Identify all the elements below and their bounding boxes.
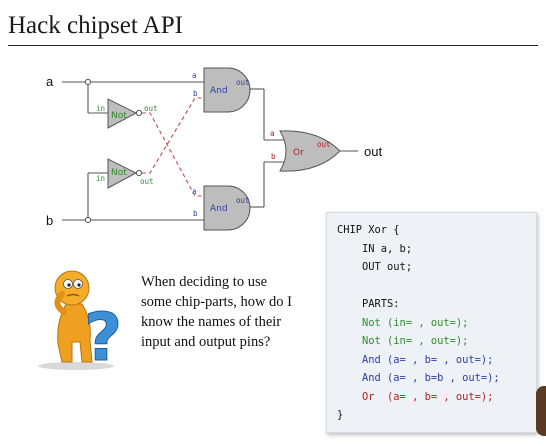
junction-a (84, 78, 92, 86)
junction-b (84, 216, 92, 224)
or-gate-b-pin: b (271, 152, 276, 161)
question-text: When deciding to use some chip-parts, ho… (141, 274, 293, 350)
code-line: CHIP Xor { (337, 224, 400, 236)
code-line: And (a= , b= , out=); (337, 353, 494, 366)
not-gate-2-in-pin: in (96, 174, 105, 183)
not-gate-1-label: Not (111, 111, 127, 121)
input-a-label: a (46, 74, 54, 89)
or-gate: Or a b out (270, 129, 341, 172)
and-gate-1-label: And (210, 86, 228, 96)
and-gate-1-a-pin: a (192, 71, 197, 80)
code-line (337, 277, 500, 296)
input-b-label: b (46, 213, 53, 228)
figure-pupil-right (77, 283, 81, 287)
not-gate-2: Not in out (96, 158, 154, 189)
question-figure-illustration: ? (38, 270, 123, 372)
not-gate-1-bubble (135, 109, 143, 117)
wire-not2-to-and1 (142, 97, 204, 174)
and-gate-2-b-pin: b (193, 209, 198, 218)
not-gate-1-body (107, 98, 138, 129)
code-line: Or (a= , b= , out=); (337, 390, 494, 403)
code-line: And (a= , b=b , out=); (337, 372, 500, 384)
figure-arm (54, 291, 67, 315)
not-gate-2-out-pin: out (140, 177, 154, 186)
question-mark-icon: ? (84, 299, 122, 372)
figure-pupil-left (67, 283, 71, 287)
and-gate-1: And a b out (192, 67, 251, 113)
code-line: Not (in= , out=); (337, 335, 469, 347)
not-gate-1-in-pin: in (96, 104, 105, 113)
code-line: IN a, b; (337, 242, 413, 255)
figure-mouth (66, 293, 80, 297)
and-gate-2-label: And (210, 204, 228, 214)
not-gate-1: Not in out (96, 98, 158, 129)
code-line: } (337, 409, 344, 421)
code-line: OUT out; (337, 261, 413, 273)
not-gate-2-bubble (135, 169, 143, 177)
and-gate-1-b-pin: b (193, 89, 198, 98)
slide-title: Hack chipset API (8, 12, 183, 39)
code-line: Not (in= , out=); (337, 316, 469, 329)
or-gate-a-pin: a (270, 129, 275, 138)
and-gate-2-body (203, 185, 251, 231)
or-gate-label: Or (293, 148, 304, 158)
not-gate-1-out-pin: out (144, 104, 158, 113)
or-gate-body (279, 130, 341, 172)
code-line: PARTS: (337, 298, 400, 310)
figure-shadow (38, 362, 114, 370)
crossed-wires (142, 97, 204, 197)
and-gate-1-out-pin: out (236, 78, 250, 87)
output-out-label: out (364, 144, 382, 159)
or-gate-out-pin: out (317, 140, 331, 149)
not-gate-2-body (107, 158, 138, 189)
presenter-edge (536, 386, 546, 436)
wire-not1-to-and2 (142, 112, 204, 197)
title-underline (8, 45, 538, 46)
and-gate-2: And a b out (192, 185, 251, 231)
and-gate-1-body (203, 67, 251, 113)
and-gate-2-a-pin: a (192, 187, 197, 196)
code-box: CHIP Xor { IN a, b; OUT out; PARTS: Not … (326, 212, 537, 433)
and-gate-2-out-pin: out (236, 196, 250, 205)
figure-body (57, 303, 93, 363)
not-gate-2-label: Not (111, 168, 127, 178)
xor-hdl-code: CHIP Xor { IN a, b; OUT out; PARTS: Not … (337, 221, 500, 425)
